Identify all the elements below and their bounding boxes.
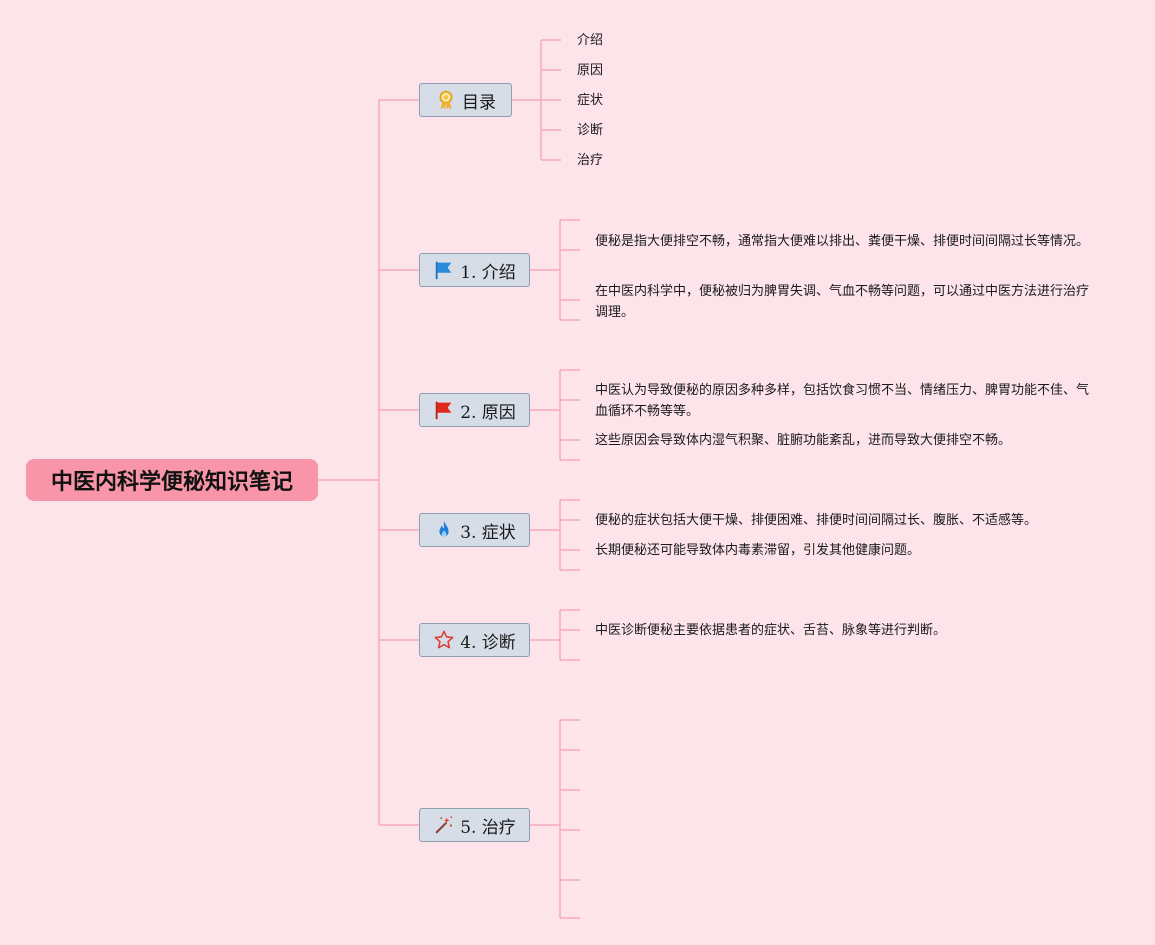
topic-label: 3. 症状: [460, 522, 516, 543]
star-outline-icon: [434, 630, 454, 649]
contents-item-treatment[interactable]: 治疗: [577, 153, 604, 168]
topic-contents[interactable]: 目录: [419, 83, 512, 117]
topic-label: 1. 介绍: [460, 262, 516, 283]
topic-treatment[interactable]: 5. 治疗: [419, 808, 530, 842]
root-topic[interactable]: 中医内科学便秘知识笔记: [26, 459, 318, 501]
diagnosis-note-1[interactable]: 中医诊断便秘主要依据患者的症状、舌苔、脉象等进行判断。: [595, 623, 947, 638]
causes-note-1[interactable]: 中医认为导致便秘的原因多种多样，包括饮食习惯不当、情绪压力、脾胃功能不佳、气血循…: [595, 383, 1090, 419]
contents-item-symptoms[interactable]: 症状: [577, 93, 604, 108]
introduction-note-1[interactable]: 便秘是指大便排空不畅，通常指大便难以排出、粪便干燥、排便时间间隔过长等情况。: [595, 234, 1090, 249]
symptoms-note-1[interactable]: 便秘的症状包括大便干燥、排便困难、排便时间间隔过长、腹胀、不适感等。: [595, 513, 1038, 528]
topic-causes[interactable]: 2. 原因: [419, 393, 530, 427]
contents-item-introduction[interactable]: 介绍: [577, 33, 604, 48]
topic-label: 目录: [462, 92, 496, 113]
topic-label: 2. 原因: [460, 402, 516, 423]
topic-introduction[interactable]: 1. 介绍: [419, 253, 530, 287]
award-ribbon-icon: [439, 90, 453, 110]
magic-wand-icon: [435, 816, 453, 834]
topic-symptoms[interactable]: 3. 症状: [419, 513, 530, 547]
topic-label: 5. 治疗: [460, 817, 516, 838]
root-topic-title: 中医内科学便秘知识笔记: [50, 470, 293, 495]
topic-label: 4. 诊断: [460, 632, 516, 653]
contents-item-causes[interactable]: 原因: [577, 63, 604, 78]
blue-flag-icon: [435, 261, 452, 280]
symptoms-note-2[interactable]: 长期便秘还可能导致体内毒素滞留，引发其他健康问题。: [595, 543, 921, 558]
red-flag-icon: [435, 401, 452, 420]
causes-note-2[interactable]: 这些原因会导致体内湿气积聚、脏腑功能紊乱，进而导致大便排空不畅。: [595, 433, 1012, 448]
introduction-note-2[interactable]: 在中医内科学中，便秘被归为脾胃失调、气血不畅等问题，可以通过中医方法进行治疗调理…: [595, 284, 1090, 320]
contents-item-diagnosis[interactable]: 诊断: [577, 123, 604, 138]
fire-icon: [439, 520, 449, 537]
topic-diagnosis[interactable]: 4. 诊断: [419, 623, 530, 657]
